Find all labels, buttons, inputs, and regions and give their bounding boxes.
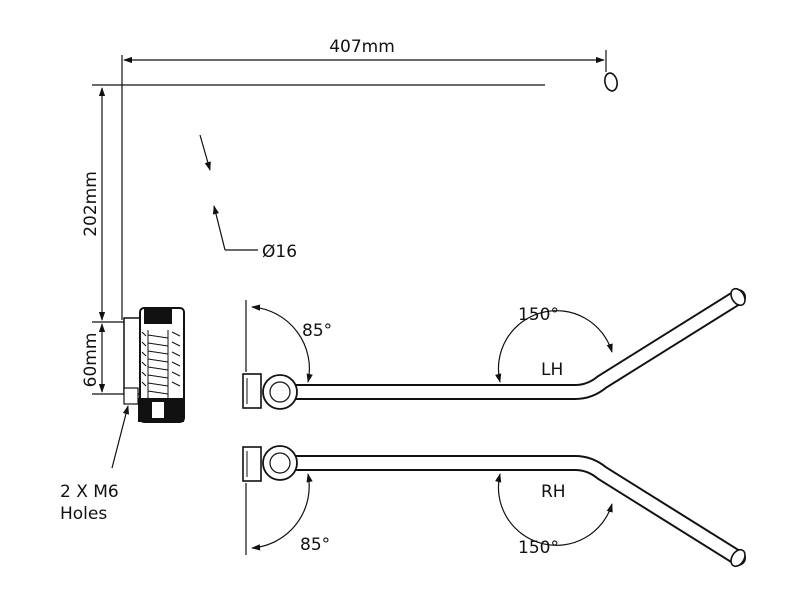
holes-label-line1: 2 X M6 [60,482,119,502]
tube-core [150,76,616,318]
mounting-bracket [123,307,185,423]
lh-label: LH [541,360,563,380]
holes-label-line2: Holes [60,504,107,524]
rh-tube-core [266,457,744,564]
height-dimension-label: 202mm [81,171,101,237]
lh-view: 85° 150° LH [242,287,746,410]
lh-tube-end-cap [730,287,746,307]
diameter-label: Ø16 [262,242,297,262]
rh-view: 85° 150° RH [242,445,746,568]
rh-angle-85-label: 85° [300,535,330,555]
lh-angle-85-label: 85° [302,321,332,341]
rh-tube-end-cap [730,548,746,568]
bracket-dimension-label: 60mm [81,333,101,388]
side-view: 407mm 202mm 60mm Ø16 2 X M6 Holes [60,37,618,524]
width-dimension-label: 407mm [329,37,395,57]
rh-angle-150-label: 150° [518,538,559,558]
tube-end-cap [604,72,618,92]
tube-outline [154,80,612,314]
lh-angle-150-label: 150° [518,305,559,325]
rh-label: RH [541,482,566,502]
lh-tube-core [266,291,744,398]
